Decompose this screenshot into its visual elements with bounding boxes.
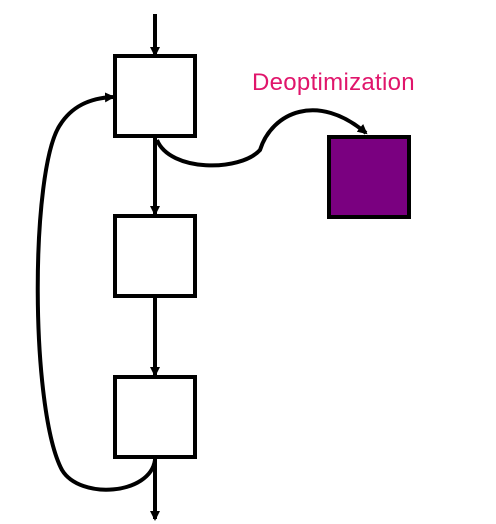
block-3 (113, 375, 197, 459)
block-2 (113, 214, 197, 298)
deopt-block (327, 135, 411, 219)
back-edge-loop (35, 92, 157, 492)
block-1 (113, 54, 197, 138)
deoptimization-label: Deoptimization (252, 69, 415, 96)
deopt-edge (155, 108, 368, 168)
